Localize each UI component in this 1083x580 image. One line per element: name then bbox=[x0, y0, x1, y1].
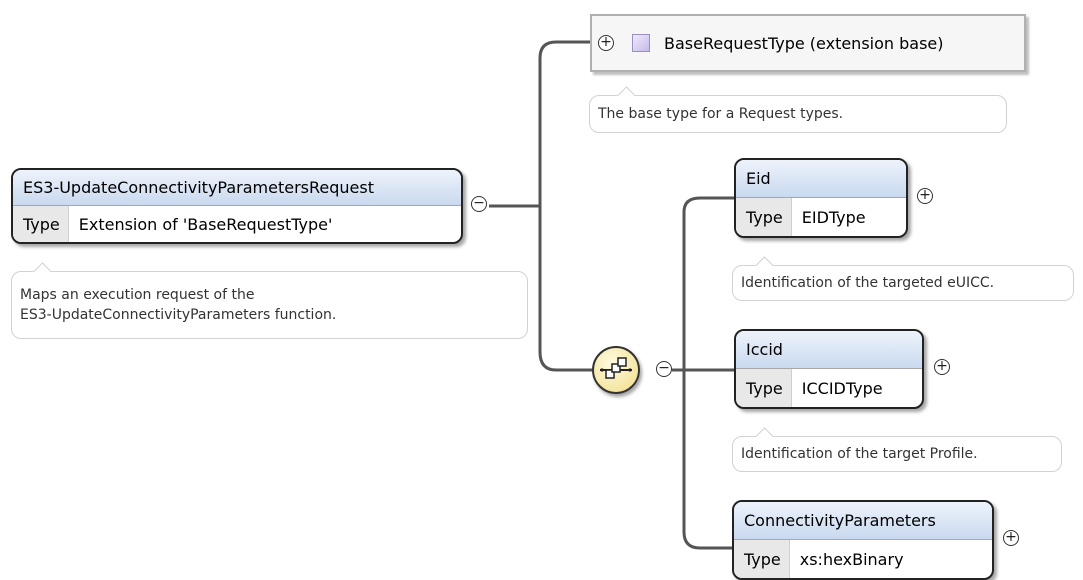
element-iccid-type-label: Type bbox=[736, 369, 792, 407]
base-annotation: The base type for a Request types. bbox=[589, 95, 1007, 133]
root-type-value: Extension of 'BaseRequestType' bbox=[78, 214, 333, 234]
root-element[interactable]: ES3-UpdateConnectivityParametersRequest … bbox=[11, 168, 463, 244]
element-connectivity-parameters[interactable]: ConnectivityParameters Type xs:hexBinary bbox=[732, 500, 994, 580]
complex-type-icon bbox=[632, 34, 650, 52]
element-eid-type-row: Type EIDType bbox=[736, 198, 906, 236]
iccid-expand-toggle[interactable]: + bbox=[934, 359, 950, 375]
eid-expand-toggle[interactable]: + bbox=[917, 188, 933, 204]
element-eid-type-value: EIDType bbox=[801, 207, 866, 227]
element-eid[interactable]: Eid Type EIDType bbox=[734, 158, 908, 238]
root-type-row: Type Extension of 'BaseRequestType' bbox=[13, 206, 461, 242]
elements-trunk bbox=[682, 196, 734, 550]
element-iccid[interactable]: Iccid Type ICCIDType bbox=[734, 329, 924, 409]
element-iccid-type-row: Type ICCIDType bbox=[736, 369, 922, 407]
base-connector bbox=[538, 40, 590, 206]
eid-annotation: Identification of the targeted eUICC. bbox=[732, 265, 1074, 301]
element-connectivity-parameters-type-value: xs:hexBinary bbox=[799, 549, 904, 569]
element-connectivity-parameters-type-label: Type bbox=[734, 540, 790, 578]
iccid-annotation: Identification of the target Profile. bbox=[732, 436, 1062, 472]
eid-annotation-text: Identification of the targeted eUICC. bbox=[741, 275, 995, 291]
element-eid-name: Eid bbox=[736, 160, 906, 198]
root-annotation-line2: ES3-UpdateConnectivityParameters functio… bbox=[20, 307, 337, 323]
connectivity-parameters-expand-toggle[interactable]: + bbox=[1003, 530, 1019, 546]
element-connectivity-parameters-name: ConnectivityParameters bbox=[734, 502, 992, 540]
sequence-icon bbox=[600, 357, 632, 379]
base-type-label: BaseRequestType (extension base) bbox=[664, 33, 944, 53]
sequence-connector bbox=[538, 206, 592, 372]
iccid-annotation-text: Identification of the target Profile. bbox=[741, 446, 978, 462]
element-eid-type-label: Type bbox=[736, 198, 792, 236]
sequence-collapse-toggle[interactable]: − bbox=[656, 361, 672, 377]
element-iccid-name: Iccid bbox=[736, 331, 922, 369]
element-connectivity-parameters-type-row: Type xs:hexBinary bbox=[734, 540, 992, 578]
root-collapse-toggle[interactable]: − bbox=[471, 196, 487, 212]
root-annotation-line1: Maps an execution request of the bbox=[20, 287, 255, 303]
element-iccid-type-value: ICCIDType bbox=[801, 378, 883, 398]
base-annotation-text: The base type for a Request types. bbox=[598, 106, 844, 122]
base-expand-toggle[interactable]: + bbox=[598, 35, 614, 51]
root-type-label: Type bbox=[13, 206, 69, 242]
sequence-compositor-icon[interactable] bbox=[592, 346, 640, 394]
base-type-box[interactable]: BaseRequestType (extension base) bbox=[590, 14, 1026, 72]
root-annotation: Maps an execution request of the ES3-Upd… bbox=[11, 271, 528, 339]
root-element-name: ES3-UpdateConnectivityParametersRequest bbox=[13, 170, 461, 206]
